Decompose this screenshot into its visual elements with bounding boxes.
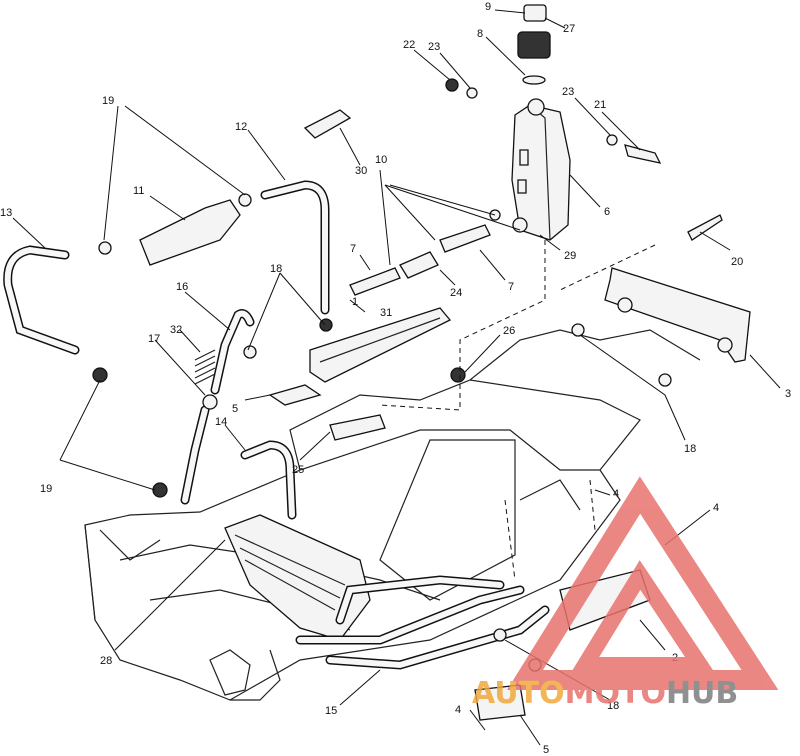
callout-17: 17 (148, 333, 160, 345)
callout-27: 27 (563, 23, 575, 35)
callout-14: 14 (215, 416, 227, 428)
hose-14 (180, 405, 297, 520)
callout-25: 25 (292, 464, 304, 476)
chassis-frame (84, 329, 701, 701)
callout-16: 16 (176, 281, 188, 293)
hose-13 (3, 245, 80, 355)
rivet-20 (687, 214, 723, 241)
bracket-3 (604, 267, 751, 363)
callout-10: 10 (375, 154, 387, 166)
filler-cap-stack (517, 4, 551, 85)
callout-3: 3 (785, 388, 791, 400)
callout-26: 26 (503, 325, 515, 337)
callout-32: 32 (170, 324, 182, 336)
spring-32 (194, 349, 218, 410)
heat-exchanger (224, 514, 550, 670)
hose-16 (210, 309, 255, 395)
callout-4-right: 4 (713, 502, 719, 514)
callout-20: 20 (731, 256, 743, 268)
callout-24: 24 (450, 287, 462, 299)
bracket-25 (268, 384, 386, 441)
callout-4-bottom: 4 (455, 704, 461, 716)
thermostat-housing (98, 193, 252, 266)
leader-lines (12, 9, 781, 746)
callout-8: 8 (477, 28, 483, 40)
callout-1: 1 (352, 296, 358, 308)
watermark-triangle-inner (570, 560, 715, 673)
watermark-text: AUTOMOTOHUB (472, 676, 738, 711)
callout-18-bottom: 18 (607, 700, 619, 712)
callout-6: 6 (604, 206, 610, 218)
grommet-26 (450, 367, 466, 383)
callout-9: 9 (485, 1, 491, 13)
pipe-30 (303, 109, 352, 139)
callout-18-right: 18 (684, 443, 696, 455)
callout-11: 11 (133, 185, 144, 197)
callout-21: 21 (594, 99, 606, 111)
bracket-1 (309, 307, 452, 383)
callout-4-mid: 4 (613, 488, 619, 500)
fittings-row (349, 209, 528, 296)
callout-23-right: 23 (562, 86, 574, 98)
watermark-hub: HUB (666, 676, 738, 711)
watermark-logo: AUTOMOTOHUB (472, 476, 779, 711)
callout-12: 12 (235, 121, 247, 133)
callout-19-lower: 19 (40, 483, 52, 495)
reference-lines (379, 240, 656, 581)
callout-5-bottom: 5 (543, 744, 549, 756)
hose-12 (260, 180, 330, 315)
callout-7-left: 7 (350, 243, 356, 255)
coolant-tank (511, 98, 571, 241)
callout-31: 31 (380, 307, 392, 319)
callout-22: 22 (403, 39, 415, 51)
callout-19-top: 19 (102, 95, 114, 107)
callout-7-right: 7 (508, 281, 514, 293)
watermark-moto: MOTO (565, 676, 666, 711)
callout-29: 29 (564, 250, 576, 262)
callout-30: 30 (355, 165, 367, 177)
callout-13: 13 (0, 207, 12, 219)
callout-18-upper: 18 (270, 263, 282, 275)
watermark-triangle-outer (507, 476, 779, 690)
watermark-auto: AUTO (472, 676, 565, 711)
callout-15: 15 (325, 705, 337, 717)
callout-23-top: 23 (428, 41, 440, 53)
callout-5-upper: 5 (232, 403, 238, 415)
tank-fittings (445, 78, 662, 164)
callout-28: 28 (100, 655, 112, 667)
